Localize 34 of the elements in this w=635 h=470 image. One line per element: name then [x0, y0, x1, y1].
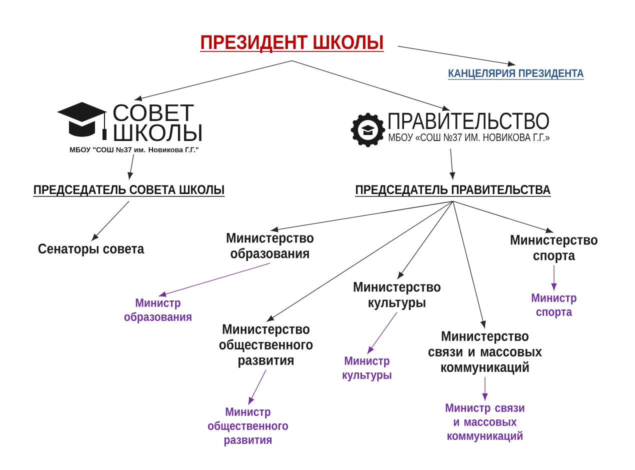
node-label: Министр образования	[124, 298, 192, 324]
arrow	[158, 262, 270, 297]
node-label: Министерство культуры	[354, 282, 440, 310]
node-label: Министр культуры	[342, 356, 392, 382]
node-label: Министерство образования	[226, 232, 314, 261]
arrow	[450, 148, 456, 180]
node-label: Министерство общественного развития	[219, 324, 313, 368]
node-label: Министр спорта	[532, 294, 576, 318]
heading: ПРЕДСЕДАТЕЛЬ ПРАВИТЕЛЬСТВА	[354, 185, 552, 197]
node-label: Министр связи и массовых коммуникаций	[446, 404, 524, 442]
node-label: Сенаторы совета	[38, 244, 144, 256]
heading: КАНЦЕЛЯРИЯ ПРЕЗИДЕНТА	[448, 69, 584, 80]
arrow	[398, 46, 515, 67]
arrow	[266, 200, 454, 322]
heading: ПРЕДСЕДАТЕЛЬ СОВЕТА ШКОЛЫ	[32, 185, 226, 197]
node-subtitle: МБОУ «СОШ №37 ИМ. НОВИКОВА Г.Г.»	[388, 133, 550, 142]
arrow	[271, 200, 454, 232]
arrow	[397, 200, 454, 279]
node-label: Министр общественного развития	[208, 408, 288, 446]
arrow	[134, 60, 292, 102]
arrow	[367, 312, 398, 354]
arrow	[248, 370, 266, 405]
node-label: Министерство связи и массовых коммуникаций	[428, 331, 542, 375]
arrow	[292, 60, 450, 112]
arrow	[482, 376, 488, 400]
node-label: Министерство спорта	[510, 234, 598, 263]
node-title: СОВЕТ ШКОЛЫ	[113, 104, 202, 142]
heading: ПРЕЗИДЕНТ ШКОЛЫ	[200, 35, 384, 53]
arrow	[92, 200, 130, 241]
node-title: ПРАВИТЕЛЬСТВО	[388, 112, 549, 130]
arrow	[128, 154, 134, 180]
arrow	[452, 200, 486, 328]
arrow	[551, 264, 557, 290]
arrow	[452, 200, 554, 234]
